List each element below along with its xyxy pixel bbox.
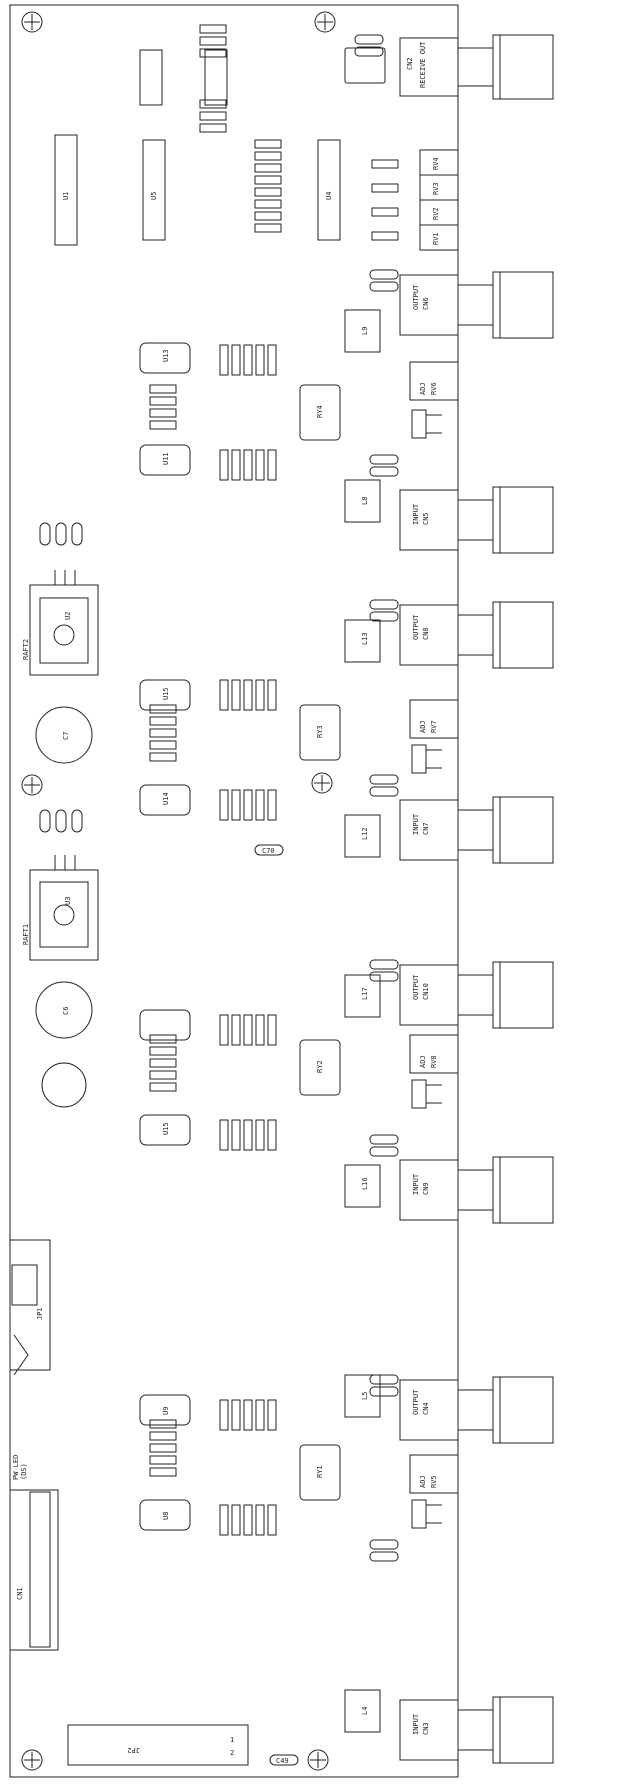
input-label-cn3: INPUT	[412, 1713, 420, 1735]
connector-cn10: OUTPUT CN10	[399, 961, 554, 1029]
connector-cn3: INPUT CN3	[399, 1696, 554, 1764]
svg-text:PW LED: PW LED	[12, 1455, 20, 1480]
svg-text:U15: U15	[162, 1122, 170, 1135]
svg-text:RY3: RY3	[316, 725, 324, 738]
svg-text:U11: U11	[162, 452, 170, 465]
svg-text:L9: L9	[361, 327, 369, 335]
relays: RY4 RY3 RY2 RY1	[299, 384, 341, 1501]
connector-cn2: CN2 RECEIVE OUT	[399, 34, 554, 100]
svg-text:L8: L8	[361, 497, 369, 505]
svg-text:RV8: RV8	[430, 1055, 438, 1068]
svg-text:2: 2	[230, 1749, 234, 1757]
svg-text:U1: U1	[62, 192, 70, 200]
svg-text:RY4: RY4	[316, 405, 324, 418]
svg-text:U3: U3	[64, 897, 72, 905]
misc-labels: C70 C49	[254, 844, 299, 1766]
svg-text:L17: L17	[361, 987, 369, 1000]
cn1-connector: CN1	[9, 1489, 59, 1651]
svg-text:RV4: RV4	[432, 157, 440, 170]
svg-text:RY2: RY2	[316, 1060, 324, 1073]
svg-text:ADJ: ADJ	[419, 1475, 427, 1488]
svg-text:(DS): (DS)	[20, 1463, 28, 1480]
svg-text:L13: L13	[361, 632, 369, 645]
svg-text:C70: C70	[262, 847, 275, 855]
connector-cn4: OUTPUT CN4	[399, 1376, 554, 1444]
mounting-holes	[21, 11, 336, 1771]
connector-cn6: OUTPUT CN6	[399, 271, 554, 339]
svg-text:JP2: JP2	[127, 1746, 140, 1754]
svg-text:CN1: CN1	[16, 1587, 24, 1600]
adj-trimmers: ADJ RV6 ADJ RV7 ADJ RV8 ADJ RV5	[409, 361, 459, 1494]
svg-text:RV1: RV1	[432, 232, 440, 245]
jp2-connector: JP2 1 2	[67, 1724, 249, 1766]
output-label-cn10: OUTPUT	[412, 974, 420, 1000]
svg-text:RY1: RY1	[316, 1465, 324, 1478]
svg-text:C49: C49	[276, 1757, 289, 1765]
svg-text:JP1: JP1	[36, 1307, 44, 1320]
output-label-cn6: OUTPUT	[412, 284, 420, 310]
small-capacitors	[39, 522, 83, 833]
svg-text:C6: C6	[62, 1007, 70, 1015]
cn4-label: CN4	[422, 1402, 430, 1415]
svg-text:U15: U15	[162, 687, 170, 700]
svg-text:ADJ: ADJ	[419, 382, 427, 395]
bnc-connectors: CN2 RECEIVE OUT OUTPUT CN6 INPUT CN5 OUT…	[399, 34, 554, 1764]
trimmer-block-top: RV4 RV3 RV2 RV1	[419, 149, 459, 251]
electrolytic-capacitors: C7 C6	[35, 706, 93, 1108]
cn7-label: CN7	[422, 822, 430, 835]
output-label-cn4: OUTPUT	[412, 1389, 420, 1415]
svg-text:RAFT1: RAFT1	[22, 924, 30, 945]
receive-out-label: RECEIVE OUT	[419, 41, 427, 88]
cn8-label: CN8	[422, 627, 430, 640]
vertical-resistor-rows	[219, 344, 277, 1536]
svg-text:RV5: RV5	[430, 1475, 438, 1488]
svg-text:L4: L4	[361, 1707, 369, 1715]
cn6-label: CN6	[422, 297, 430, 310]
inductors: L9 L8 L13 L12 L17 L16 L5 L4	[344, 47, 386, 1733]
svg-text:U2: U2	[64, 612, 72, 620]
svg-text:U14: U14	[162, 792, 170, 805]
output-label-cn8: OUTPUT	[412, 614, 420, 640]
svg-text:RV6: RV6	[430, 382, 438, 395]
svg-text:RV2: RV2	[432, 207, 440, 220]
connector-cn9: INPUT CN9	[399, 1156, 554, 1224]
connector-cn7: INPUT CN7	[399, 796, 554, 864]
svg-text:U4: U4	[325, 192, 333, 200]
resistor-stacks	[149, 24, 399, 1477]
cn3-label: CN3	[422, 1722, 430, 1735]
svg-text:ADJ: ADJ	[419, 720, 427, 733]
svg-text:U13: U13	[162, 349, 170, 362]
svg-text:U8: U8	[162, 1512, 170, 1520]
cn10-label: CN10	[422, 983, 430, 1000]
board-outline	[9, 4, 459, 1778]
connector-cn8: OUTPUT CN8	[399, 601, 554, 669]
input-label-cn5: INPUT	[412, 503, 420, 525]
svg-text:RV3: RV3	[432, 182, 440, 195]
voltage-regulators: U2 RAFT2 U3 RAFT1	[22, 570, 99, 961]
svg-text:RAFT2: RAFT2	[22, 639, 30, 660]
cn9-label: CN9	[422, 1182, 430, 1195]
svg-text:L5: L5	[361, 1392, 369, 1400]
input-label-cn7: INPUT	[412, 813, 420, 835]
connector-cn5: INPUT CN5	[399, 486, 554, 554]
jp1-header: JP1	[9, 1239, 51, 1376]
svg-text:RV7: RV7	[430, 720, 438, 733]
svg-text:C7: C7	[62, 732, 70, 740]
jumpers	[411, 409, 442, 1529]
connector-caps	[354, 34, 399, 1562]
svg-text:L12: L12	[361, 827, 369, 840]
cn5-label: CN5	[422, 512, 430, 525]
svg-text:U9: U9	[162, 1407, 170, 1415]
pw-led: PW LED (DS)	[12, 1455, 28, 1480]
ic-packages: U1 U5 U4 U13 U11 U15 U14 U15 U9 U8	[54, 49, 341, 1531]
cn2-label: CN2	[406, 57, 414, 70]
svg-text:1: 1	[230, 1736, 234, 1744]
svg-text:L16: L16	[361, 1177, 369, 1190]
input-label-cn9: INPUT	[412, 1173, 420, 1195]
svg-text:ADJ: ADJ	[419, 1055, 427, 1068]
svg-text:U5: U5	[150, 192, 158, 200]
